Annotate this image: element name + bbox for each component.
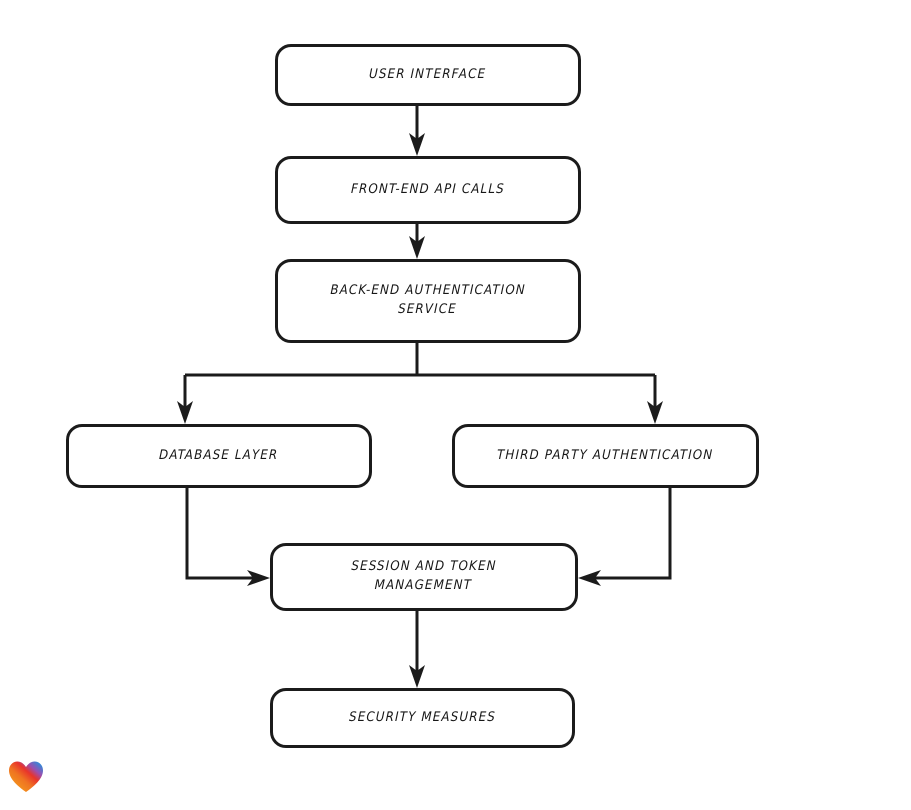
node-session-and-token-management-label: Session and Token Management bbox=[351, 559, 498, 593]
node-user-interface-label: User Interface bbox=[369, 66, 487, 82]
node-security-measures[interactable]: Security Measures bbox=[270, 688, 575, 748]
heart-icon bbox=[9, 761, 43, 792]
arrow-head-split-to-thirdparty bbox=[647, 401, 663, 424]
node-user-interface[interactable]: User Interface bbox=[275, 44, 581, 106]
node-front-end-api-calls-label: Front-End API Calls bbox=[350, 181, 506, 197]
node-session-and-token-management[interactable]: Session and Token Management bbox=[270, 543, 578, 611]
node-security-measures-label: Security Measures bbox=[348, 709, 497, 725]
node-third-party-authentication-label: Third Party Authentication bbox=[497, 447, 714, 463]
edge-database-to-session bbox=[185, 488, 258, 580]
arrow-head-ui-to-api bbox=[409, 133, 425, 156]
node-front-end-api-calls[interactable]: Front-End API Calls bbox=[275, 156, 581, 224]
edge-thirdparty-to-session bbox=[590, 488, 672, 580]
arrow-head-thirdparty-to-session bbox=[578, 570, 601, 586]
arrow-head-database-to-session bbox=[247, 570, 270, 586]
node-back-end-authentication-service-label: Back-End Authentication Service bbox=[330, 283, 527, 317]
arrow-head-split-to-database bbox=[177, 401, 193, 424]
node-back-end-authentication-service[interactable]: Back-End Authentication Service bbox=[275, 259, 581, 343]
arrow-head-session-to-security bbox=[409, 665, 425, 688]
node-database-layer-label: Database Layer bbox=[159, 447, 279, 463]
node-third-party-authentication[interactable]: Third Party Authentication bbox=[452, 424, 759, 488]
arrow-head-api-to-backend bbox=[409, 236, 425, 259]
node-database-layer[interactable]: Database Layer bbox=[66, 424, 372, 488]
